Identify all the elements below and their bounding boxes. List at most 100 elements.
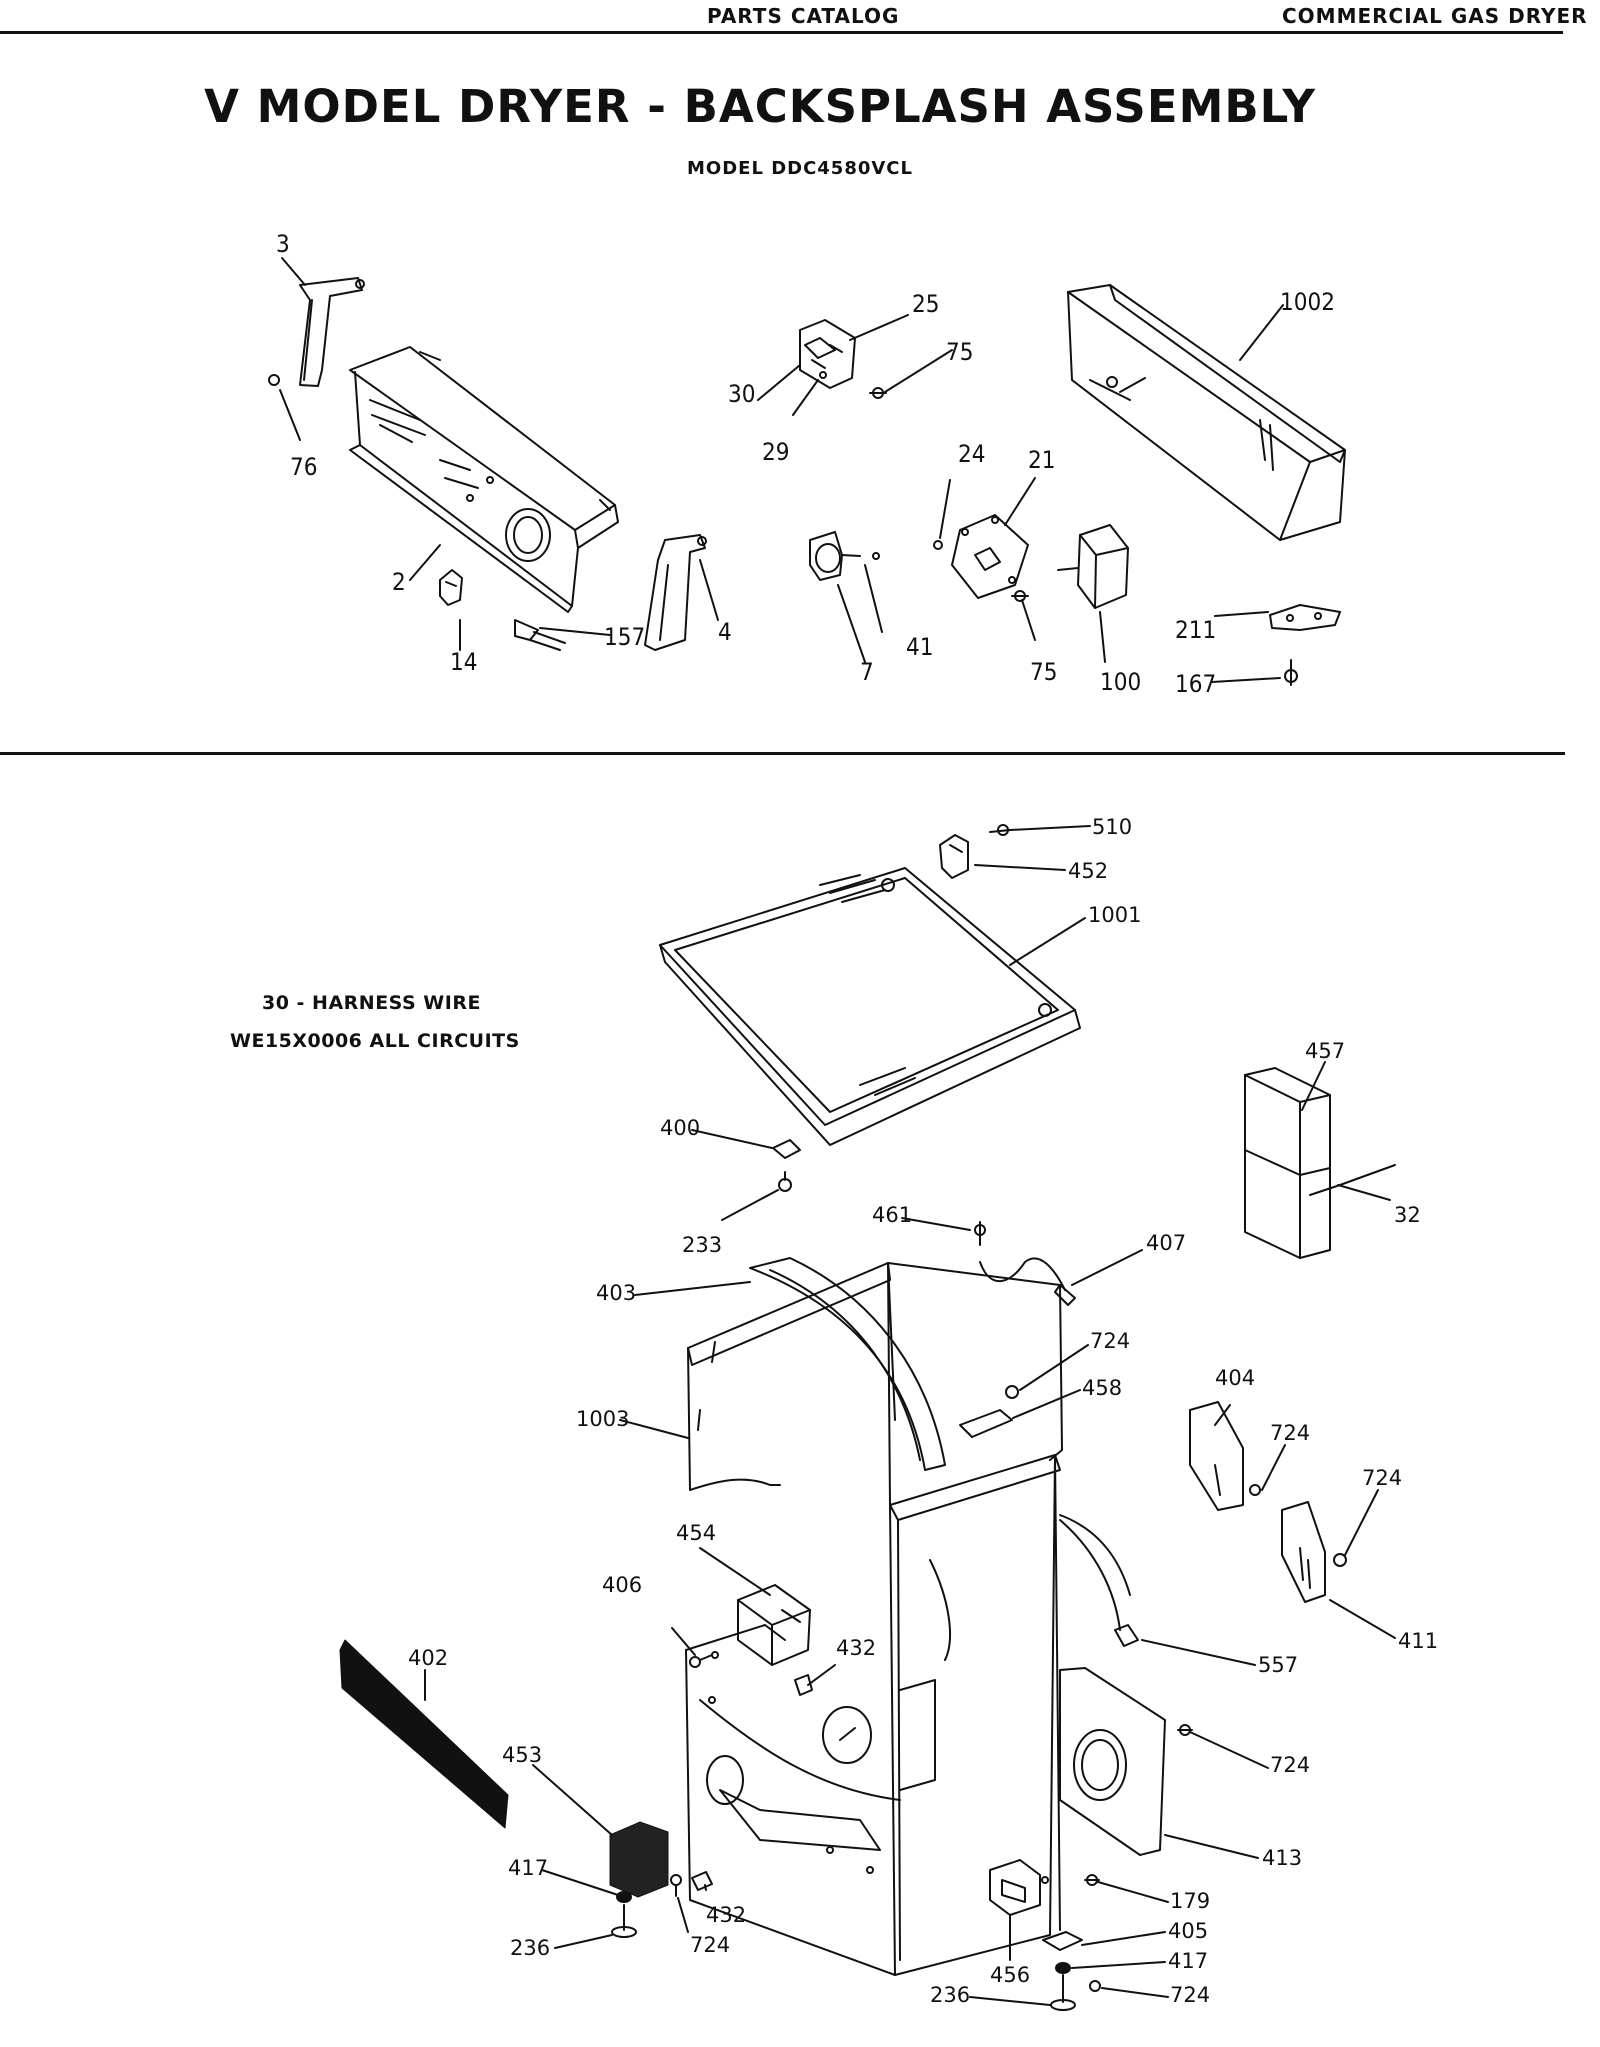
part-457-insulation-block [1244, 1067, 1331, 1259]
part-557-power-cord [1059, 1519, 1139, 1647]
part-432-clip-b [691, 1871, 713, 1891]
section-divider [0, 752, 1565, 755]
label-4: 4 [718, 618, 732, 646]
label-457: 457 [1305, 1039, 1345, 1063]
label-432-upper: 432 [836, 1636, 876, 1660]
callout-labels: 3 76 2 14 157 4 25 75 30 29 24 21 7 41 7… [276, 230, 1438, 2007]
part-510-screw [989, 824, 1011, 836]
part-75-screw-a [869, 387, 887, 399]
part-413-rear-plate [1059, 1667, 1166, 1856]
label-100: 100 [1100, 668, 1141, 696]
label-452: 452 [1068, 859, 1108, 883]
part-157-lamp [514, 619, 566, 651]
label-236-right: 236 [930, 1983, 970, 2007]
part-75-screw-b [1011, 590, 1029, 602]
part-453-bracket [609, 1821, 669, 1898]
part-461-screw [974, 1221, 986, 1246]
part-236-leg-b [1050, 1974, 1076, 2011]
page-header: PARTS CATALOG COMMERCIAL GAS DRYER [0, 0, 1600, 34]
label-233: 233 [682, 1233, 722, 1257]
label-25: 25 [912, 290, 939, 318]
part-403-top-rail [749, 1257, 946, 1471]
part-724-screw-e [1177, 1724, 1193, 1736]
label-76: 76 [290, 453, 317, 481]
label-724-right: 724 [1362, 1466, 1402, 1490]
label-24: 24 [958, 440, 985, 468]
part-404-cover-plate [1189, 1401, 1244, 1511]
label-557: 557 [1258, 1653, 1298, 1677]
label-179: 179 [1170, 1889, 1210, 1913]
label-724-mid: 724 [1270, 1421, 1310, 1445]
label-406: 406 [602, 1573, 642, 1597]
label-724-top: 724 [1090, 1329, 1130, 1353]
label-724-rear: 724 [1270, 1753, 1310, 1777]
part-400-clip [772, 1139, 801, 1159]
label-32: 32 [1394, 1203, 1421, 1227]
header-rule [0, 31, 1563, 34]
part-724-screw-d [670, 1874, 682, 1897]
label-167: 167 [1175, 670, 1216, 698]
label-724-bottom-left: 724 [690, 1933, 730, 1957]
label-417-right: 417 [1168, 1949, 1208, 1973]
part-417-washer-a [616, 1891, 632, 1903]
label-7: 7 [860, 658, 874, 686]
label-29: 29 [762, 438, 789, 466]
label-411: 411 [1398, 1629, 1438, 1653]
part-211-bracket [1269, 604, 1341, 631]
label-405: 405 [1168, 1919, 1208, 1943]
part-1003-side-panel [687, 1262, 896, 1491]
part-4-right-end-cap [644, 534, 707, 651]
label-432-lower: 432 [706, 1903, 746, 1927]
label-400: 400 [660, 1116, 700, 1140]
part-14-knob [439, 569, 463, 606]
label-454: 454 [676, 1521, 716, 1545]
part-21-bracket-plate [951, 514, 1029, 599]
label-407: 407 [1146, 1231, 1186, 1255]
part-411-plate [1281, 1501, 1326, 1603]
part-456-bracket [989, 1859, 1041, 1916]
part-167-screw [1284, 659, 1298, 686]
part-458-bracket [959, 1409, 1013, 1438]
part-1002-backsplash-housing [1067, 284, 1346, 541]
label-1003: 1003 [576, 1407, 629, 1431]
part-407-sensor-harness [979, 1257, 1076, 1306]
part-1001-top-cover [659, 867, 1081, 1146]
label-510: 510 [1092, 815, 1132, 839]
label-14: 14 [450, 648, 477, 676]
header-parts-catalog: PARTS CATALOG [707, 4, 900, 28]
harness-note-line2: WE15X0006 ALL CIRCUITS [230, 1030, 520, 1052]
label-157: 157 [604, 623, 645, 651]
model-number: MODEL DDC4580VCL [687, 158, 913, 179]
part-432-clip-a [794, 1674, 813, 1696]
part-405-bracket [1042, 1931, 1083, 1951]
label-236-left: 236 [510, 1936, 550, 1960]
part-454-bracket [737, 1584, 811, 1666]
label-3: 3 [276, 230, 290, 258]
label-2: 2 [392, 568, 406, 596]
part-41-clip [872, 552, 880, 560]
part-236-leg-a [611, 1904, 637, 1938]
leader-lines-bottom [424, 825, 1396, 2006]
part-25-switch [799, 319, 856, 389]
label-1001: 1001 [1088, 903, 1141, 927]
part-724-screw-a [1005, 1385, 1019, 1399]
cabinet-body [685, 1262, 1131, 1976]
label-75-upper: 75 [946, 338, 973, 366]
page-title: V MODEL DRYER - BACKSPLASH ASSEMBLY [204, 80, 1316, 133]
part-406-screw [689, 1654, 713, 1668]
part-724-screw-f [1089, 1980, 1101, 1992]
label-458: 458 [1082, 1376, 1122, 1400]
label-403: 403 [596, 1281, 636, 1305]
label-402: 402 [408, 1646, 448, 1670]
part-452-hinge [939, 834, 969, 879]
label-211: 211 [1175, 616, 1216, 644]
harness-note-line1: 30 - HARNESS WIRE [262, 992, 481, 1014]
label-1002: 1002 [1280, 288, 1335, 316]
label-30: 30 [728, 380, 755, 408]
label-724-bottom-right: 724 [1170, 1983, 1210, 2007]
part-233-screw [778, 1171, 792, 1192]
label-417-left: 417 [508, 1856, 548, 1880]
label-75-lower: 75 [1030, 658, 1057, 686]
part-7-switch [809, 531, 861, 581]
